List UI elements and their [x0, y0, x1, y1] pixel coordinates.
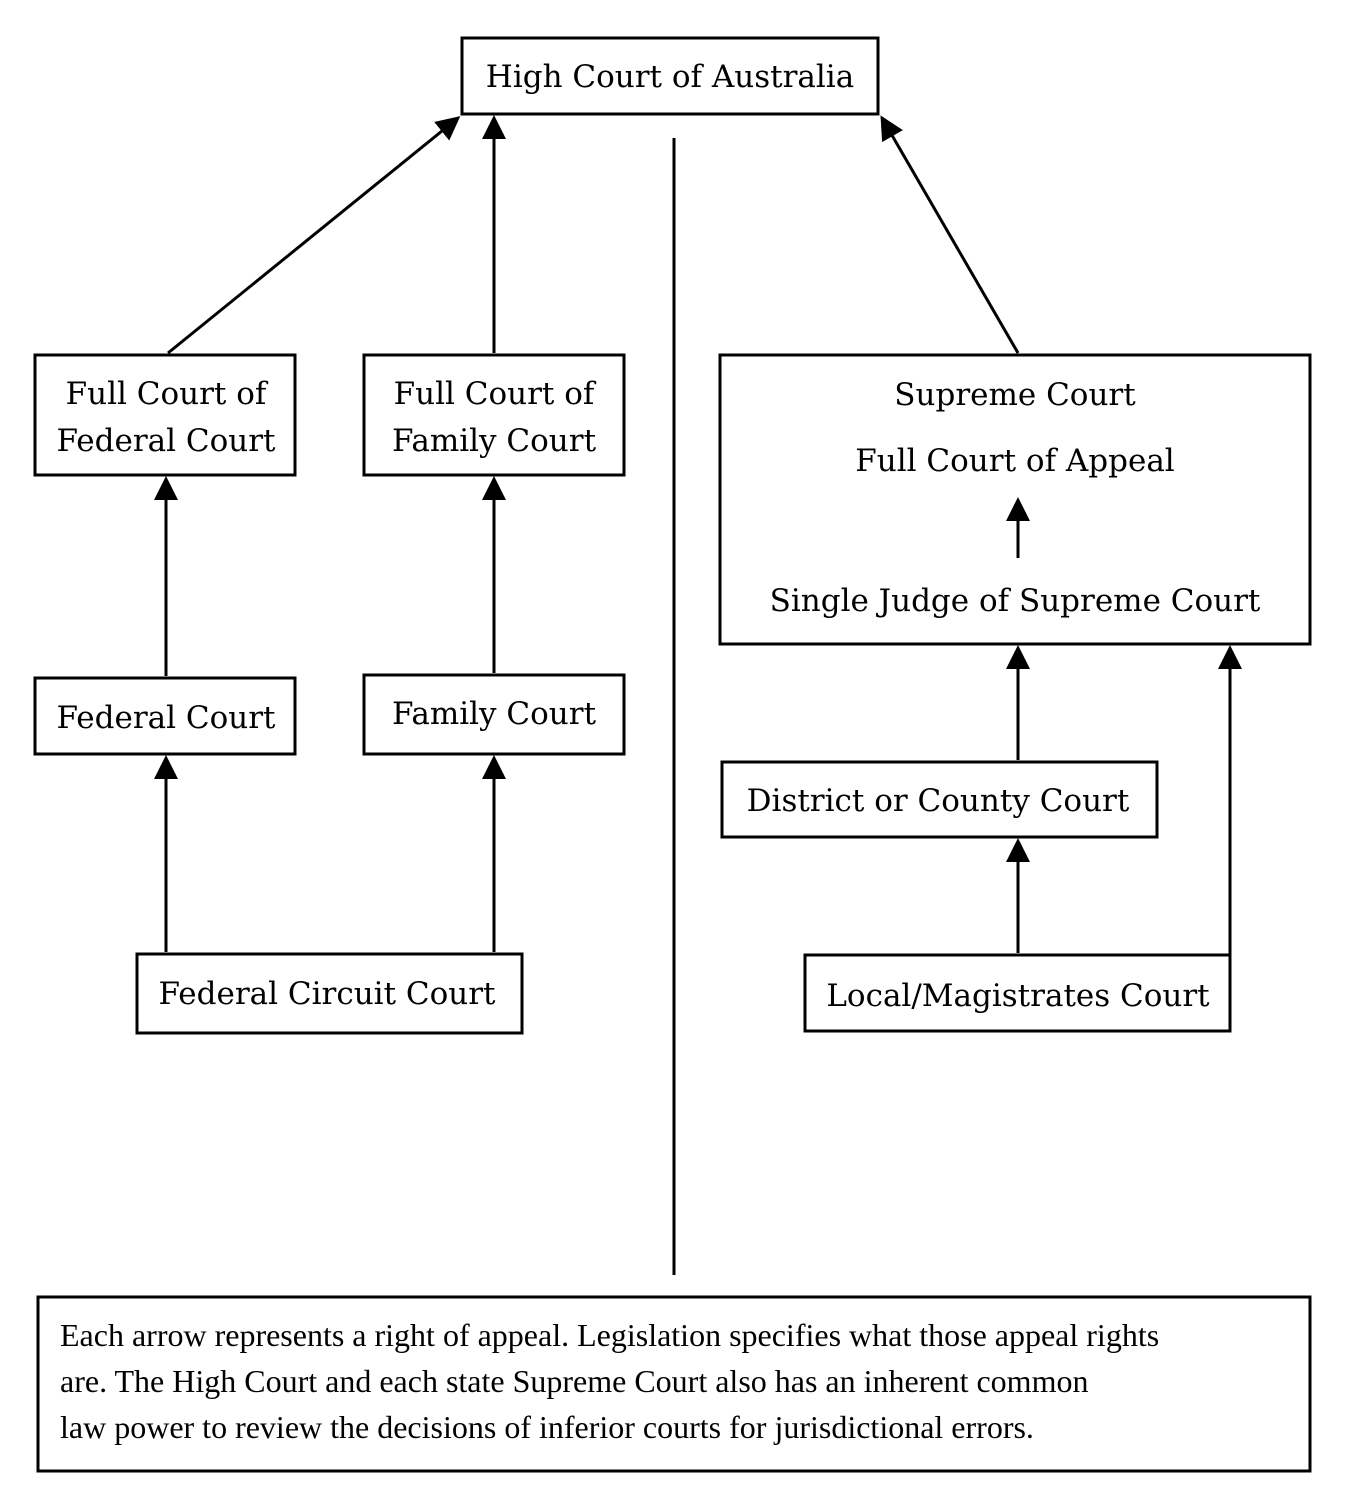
svg-text:District or County Court: District or County Court	[747, 783, 1130, 819]
node-full-court-federal: Full Court of Federal Court	[33, 353, 297, 477]
node-district-court: District or County Court	[720, 760, 1159, 839]
svg-text:Family Court: Family Court	[392, 696, 597, 732]
svg-text:Federal Court: Federal Court	[56, 700, 276, 736]
svg-text:Full Court of Appeal: Full Court of Appeal	[855, 443, 1174, 479]
note-box: Each arrow represents a right of appeal.…	[36, 1295, 1312, 1473]
svg-text:Full Court of: Full Court of	[66, 376, 269, 412]
node-local-magistrates-court: Local/Magistrates Court	[803, 953, 1232, 1033]
svg-text:Supreme Court: Supreme Court	[894, 377, 1136, 413]
svg-text:Family Court: Family Court	[392, 423, 597, 459]
node-high-court: High Court of Australia	[460, 36, 880, 116]
arrow-supreme-to-high	[880, 115, 1020, 354]
node-federal-court: Federal Court	[33, 676, 297, 756]
svg-text:Local/Magistrates Court: Local/Magistrates Court	[826, 978, 1210, 1014]
arrow-full-federal-to-high	[167, 116, 461, 355]
svg-text:High Court of Australia: High Court of Australia	[486, 59, 854, 95]
node-supreme-court: Supreme Court Full Court of Appeal Singl…	[718, 353, 1312, 646]
svg-text:Full Court of: Full Court of	[394, 376, 597, 412]
node-family-court: Family Court	[362, 673, 626, 756]
svg-text:Federal Court: Federal Court	[56, 423, 276, 459]
svg-text:Each arrow represents a right: Each arrow represents a right of appeal.…	[60, 1317, 1159, 1353]
node-federal-circuit-court: Federal Circuit Court	[135, 952, 524, 1035]
svg-text:Single Judge of Supreme Court: Single Judge of Supreme Court	[770, 583, 1261, 619]
node-full-court-family: Full Court of Family Court	[362, 353, 626, 477]
svg-text:law power to review the decisi: law power to review the decisions of inf…	[60, 1409, 1034, 1445]
svg-text:are. The High Court and each s: are. The High Court and each state Supre…	[60, 1363, 1088, 1399]
svg-text:Federal Circuit Court: Federal Circuit Court	[158, 976, 496, 1012]
